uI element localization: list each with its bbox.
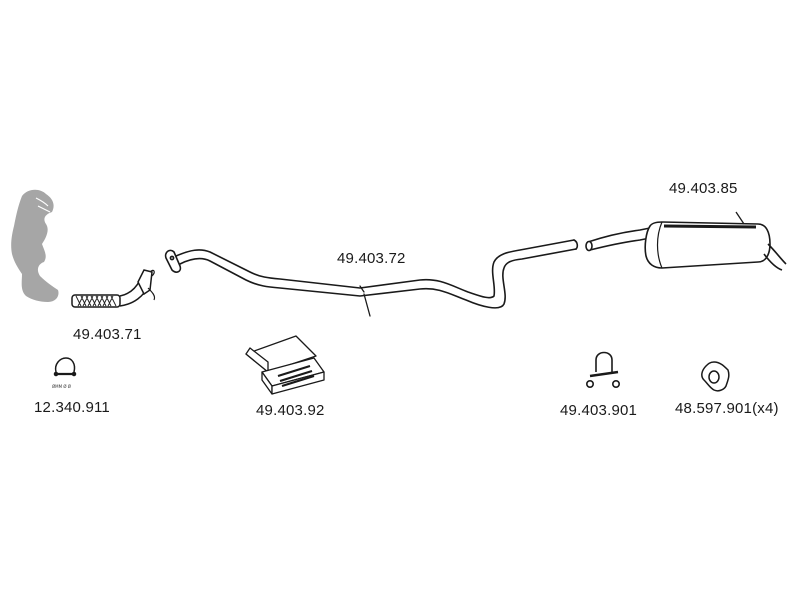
gasket-center-hole — [708, 370, 720, 384]
kit-box-contents — [277, 364, 315, 388]
part-number-middle-pipe: 49.403.72 — [337, 250, 406, 267]
middle-pipe-outline-top — [175, 239, 575, 299]
part-number-front-pipe: 49.403.71 — [73, 326, 142, 343]
gasket-outline — [701, 361, 730, 392]
rear-silencer — [585, 211, 787, 271]
rear-silencer-hanger — [735, 211, 745, 225]
middle-pipe-hanger — [359, 285, 371, 317]
engine-silhouette-detail — [35, 197, 51, 213]
u-bolt-saddle — [589, 370, 619, 378]
clamp-size-marking: ØMM Ø Ø — [52, 384, 71, 389]
part-number-mounting-kit: 49.403.92 — [256, 402, 325, 419]
kit-box-lid-front — [245, 347, 269, 373]
middle-pipe-end-cap — [573, 239, 579, 250]
clamp-icon — [53, 357, 77, 377]
front-pipe — [71, 269, 156, 308]
rear-silencer-top-shade — [663, 224, 757, 229]
part-number-u-bolt: 49.403.901 — [560, 402, 638, 419]
rear-silencer-body — [644, 221, 771, 269]
rear-silencer-inlet-opening — [585, 240, 593, 252]
front-pipe-hanger — [147, 269, 156, 301]
u-bolt-icon — [585, 351, 620, 388]
engine-silhouette — [11, 189, 59, 302]
rear-silencer-tailpipe — [763, 243, 787, 271]
gasket-icon — [701, 361, 730, 392]
middle-pipe-front-flange — [164, 249, 182, 273]
u-bolt-loop — [595, 351, 613, 372]
u-bolt-nut-left — [585, 379, 594, 388]
rear-silencer-inlet-pipe — [587, 227, 651, 251]
rear-silencer-end-seam — [656, 221, 663, 269]
u-bolt-nut-right — [611, 379, 620, 388]
middle-pipe-outline-bottom — [179, 248, 577, 309]
mounting-kit-box-icon — [245, 335, 325, 395]
part-number-gasket: 48.597.901(x4) — [675, 400, 779, 417]
part-number-rear-silencer: 49.403.85 — [669, 180, 738, 197]
middle-pipe-flange-hole — [169, 255, 175, 261]
middle-pipe — [164, 239, 579, 317]
part-number-clamp: 12.340.911 — [34, 399, 110, 416]
front-pipe-flex-braid — [75, 295, 117, 307]
